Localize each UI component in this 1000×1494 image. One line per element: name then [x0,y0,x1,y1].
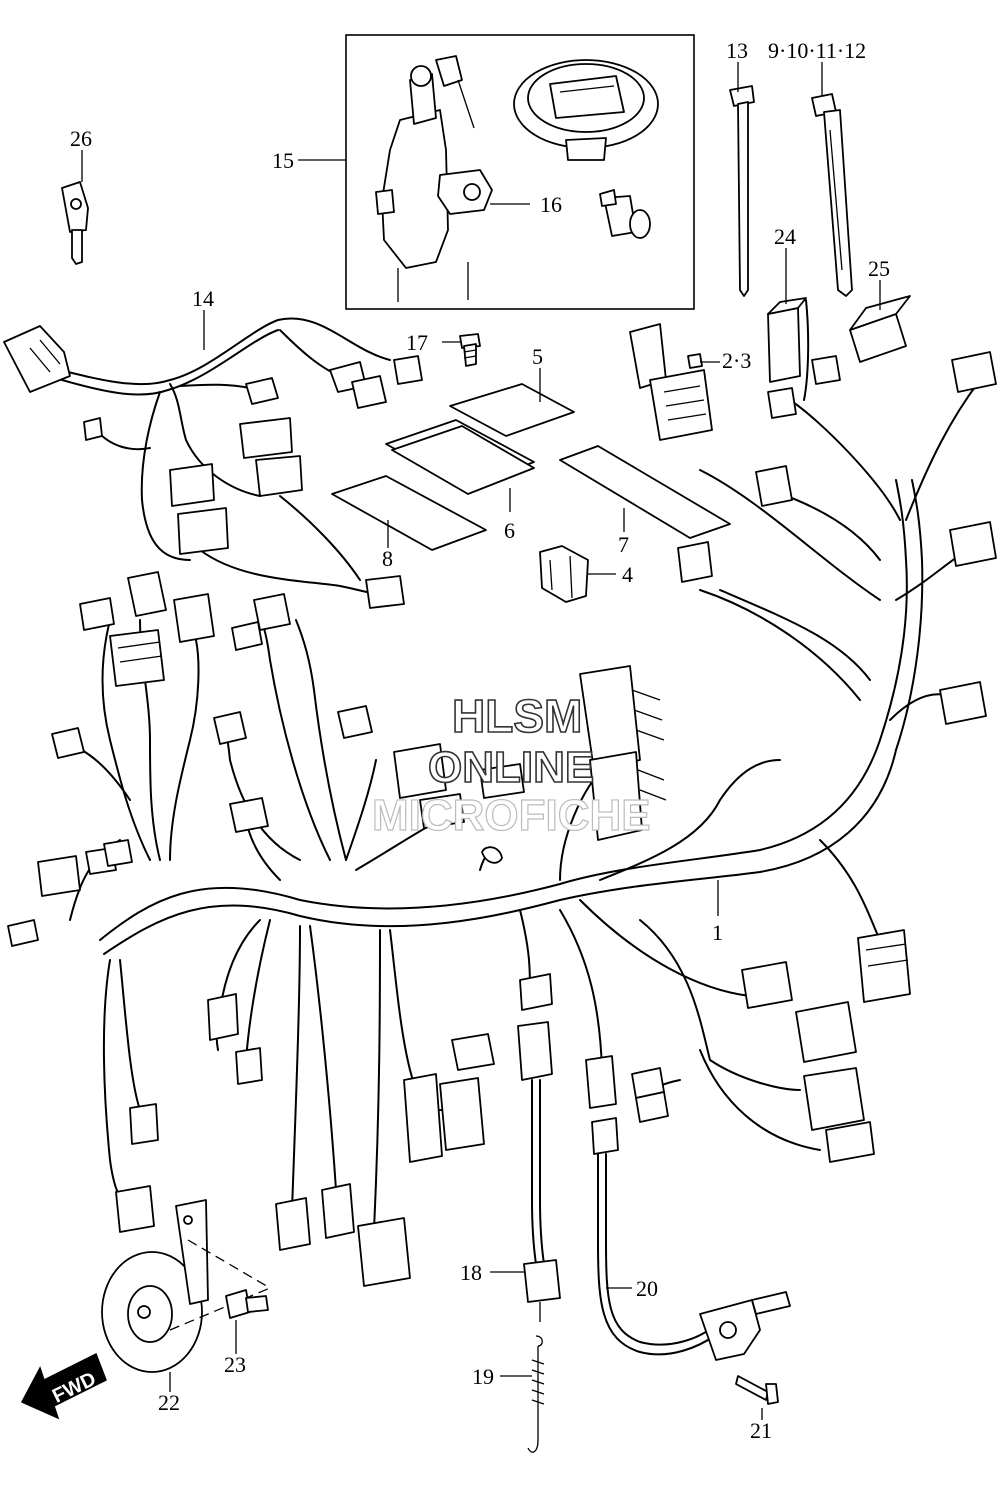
connector-block-2-3 [629,323,713,441]
key-icon [61,181,89,265]
ignition-switch-icon [375,55,493,302]
spring-19 [527,1335,545,1453]
screw-21 [735,1375,779,1405]
callout-9-12: 9·10·11·12 [768,38,866,63]
callout-17: 17 [406,330,428,355]
callout-1: 1 [712,920,723,945]
callout-5: 5 [532,344,543,369]
relay-25 [849,295,911,363]
main-wiring-harness-1 [7,299,997,1287]
screw-17 [459,333,481,367]
callout-2-3: 2·3 [722,348,751,373]
label-sticker-5 [449,383,575,437]
callout-23: 23 [224,1352,246,1377]
watermark-line-1: HLSM [452,690,582,742]
relay-24 [767,297,807,383]
callout-18: 18 [460,1260,482,1285]
watermark-line-2: ONLINE [428,743,594,792]
callout-labels: 1 2·3 4 5 6 7 8 9·10·11·12 13 14 15 16 1… [70,38,890,1443]
callout-14: 14 [192,286,214,311]
callout-4: 4 [622,562,633,587]
callout-8: 8 [382,546,393,571]
bracket-4 [539,545,589,603]
callout-16: 16 [540,192,562,217]
label-sticker-6 [385,419,535,495]
brake-light-switch-18 [517,1021,561,1322]
cable-tie-13 [729,85,755,297]
ignition-kit-box [345,34,695,310]
callout-13: 13 [726,38,748,63]
callout-20: 20 [636,1276,658,1301]
callout-26: 26 [70,126,92,151]
sub-harness-14 [3,317,423,609]
callout-22: 22 [158,1390,180,1415]
callout-25: 25 [868,256,890,281]
fuel-cap-icon [513,59,659,161]
watermark: HLSM ONLINE MICROFICHE [371,689,651,840]
label-sticker-8 [331,475,487,551]
label-sticker-7 [559,445,731,539]
bolt-23 [225,1289,269,1319]
callout-7: 7 [618,532,629,557]
leader-lines [81,62,881,1420]
rear-brake-switch-20 [591,1117,791,1361]
callout-21: 21 [750,1418,772,1443]
fwd-arrow-icon: FWD [20,1352,107,1420]
callout-24: 24 [774,224,796,249]
lock-cylinder-icon [599,189,651,239]
watermark-line-3: MICROFICHE [372,791,651,840]
callout-15: 15 [272,148,294,173]
callout-19: 19 [472,1364,494,1389]
cable-tie-9-12 [811,93,853,297]
callout-6: 6 [504,518,515,543]
horn-icon [101,1199,271,1373]
